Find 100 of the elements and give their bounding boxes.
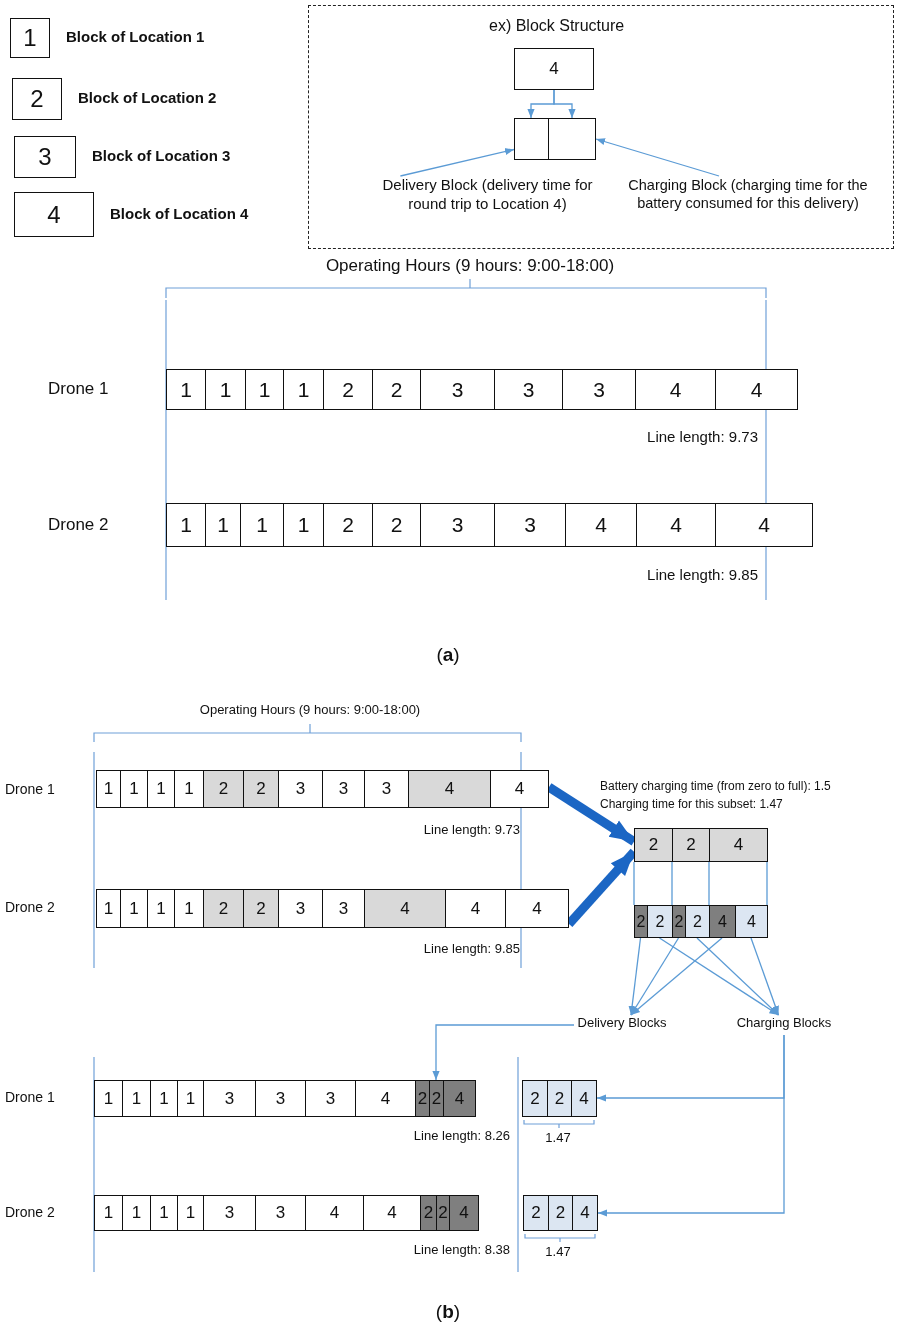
time-block: 4 — [709, 828, 768, 862]
drone-label: Drone 1 — [5, 781, 56, 799]
time-block: 1 — [122, 1080, 151, 1117]
duration-text: 1.47 — [544, 1130, 572, 1147]
legend-text: Block of Location 2 — [78, 89, 217, 108]
legend-text: Block of Location 4 — [110, 204, 249, 224]
time-block: 1 — [177, 1080, 204, 1117]
time-block: 2 — [634, 905, 648, 938]
time-block: 2 — [547, 1080, 572, 1117]
time-block: 3 — [203, 1080, 256, 1117]
time-block: 3 — [305, 1080, 356, 1117]
time-block: 3 — [420, 369, 495, 410]
time-block: 4 — [709, 905, 736, 938]
time-block: 1 — [245, 369, 284, 410]
time-block: 2 — [548, 1195, 573, 1231]
arrow — [595, 138, 720, 177]
time-block: 3 — [494, 503, 566, 547]
line-length-text: Line length: 8.26 — [412, 1128, 510, 1145]
time-block: 4 — [443, 1080, 476, 1117]
time-block: 1 — [94, 1080, 123, 1117]
arrow — [597, 1034, 785, 1217]
time-block: 3 — [494, 369, 563, 410]
time-block: 2 — [672, 905, 686, 938]
time-block: 4 — [505, 889, 569, 928]
arrow — [432, 1024, 575, 1081]
legend-block: 1 — [10, 18, 50, 58]
time-block: 4 — [305, 1195, 364, 1231]
line-length-text: Line length: 9.85 — [646, 566, 758, 585]
block-group-label: Delivery Blocks — [574, 1015, 670, 1035]
time-block: 4 — [408, 770, 491, 808]
legend-block: 2 — [12, 78, 62, 120]
arrow — [628, 937, 642, 1016]
time-block: 1 — [147, 770, 175, 808]
panel-title: ex) Block Structure — [489, 16, 625, 36]
drone-label: Drone 1 — [48, 378, 110, 400]
block-half — [548, 118, 596, 160]
time-block: 1 — [150, 1080, 178, 1117]
annotation-text: Charging Block (charging time for the battery consumed for this delivery) — [605, 176, 891, 238]
time-block: 4 — [364, 889, 446, 928]
time-block: 3 — [203, 1195, 256, 1231]
arrow — [630, 937, 723, 1016]
time-block: 4 — [635, 369, 716, 410]
time-block: 3 — [364, 770, 409, 808]
drone-label: Drone 2 — [5, 899, 56, 917]
time-block: 4 — [571, 1080, 597, 1117]
line-length-text: Line length: 9.85 — [422, 941, 520, 958]
time-block: 4 — [572, 1195, 598, 1231]
annotation-text: Delivery Block (delivery time for round trip to Location 4) — [370, 176, 605, 238]
panel-caption: (a) — [435, 643, 461, 667]
time-block: 2 — [522, 1080, 548, 1117]
time-block: 3 — [562, 369, 636, 410]
time-block: 4 — [636, 503, 716, 547]
time-block: 3 — [420, 503, 495, 547]
time-block: 4 — [355, 1080, 416, 1117]
time-block: 2 — [372, 503, 421, 547]
time-block: 4 — [514, 48, 594, 90]
panel-caption: (b) — [434, 1300, 462, 1324]
time-block: 1 — [205, 369, 246, 410]
time-block: 1 — [150, 1195, 178, 1231]
time-block: 2 — [323, 369, 373, 410]
block-half — [514, 118, 549, 160]
block-arrow — [546, 783, 637, 846]
time-block: 1 — [240, 503, 284, 547]
time-block: 1 — [177, 1195, 204, 1231]
time-block: 1 — [120, 889, 148, 928]
time-block: 2 — [203, 770, 244, 808]
axis-title: Operating Hours (9 hours: 9:00-18:00) — [324, 255, 616, 277]
duration-text: 1.47 — [544, 1244, 572, 1261]
time-block: 1 — [166, 369, 206, 410]
line-length-text: Line length: 8.38 — [412, 1242, 510, 1259]
note-text: Charging time for this subset: 1.47 — [600, 797, 784, 812]
time-block: 4 — [449, 1195, 479, 1231]
time-block: 4 — [715, 369, 798, 410]
time-block: 4 — [715, 503, 813, 547]
time-block: 2 — [523, 1195, 549, 1231]
time-block: 2 — [634, 828, 673, 862]
time-block: 1 — [96, 770, 121, 808]
example-panel — [308, 5, 894, 249]
block-group-label: Charging Blocks — [734, 1015, 834, 1035]
arrow — [750, 937, 780, 1016]
time-block: 1 — [96, 889, 121, 928]
arrow — [696, 937, 780, 1016]
time-block: 2 — [243, 889, 279, 928]
time-block: 2 — [685, 905, 710, 938]
legend-block: 4 — [14, 192, 94, 237]
time-block: 2 — [203, 889, 244, 928]
time-block: 2 — [372, 369, 421, 410]
time-block: 3 — [255, 1195, 306, 1231]
time-block: 2 — [672, 828, 710, 862]
time-block: 1 — [120, 770, 148, 808]
time-block: 1 — [283, 503, 324, 547]
drone-label: Drone 1 — [5, 1089, 56, 1107]
time-block: 2 — [323, 503, 373, 547]
line-length-text: Line length: 9.73 — [646, 428, 758, 447]
time-block: 1 — [205, 503, 241, 547]
time-block: 1 — [283, 369, 324, 410]
legend-text: Block of Location 1 — [66, 28, 205, 47]
drone-label: Drone 2 — [5, 1204, 56, 1222]
time-block: 4 — [565, 503, 637, 547]
axis-title: Operating Hours (9 hours: 9:00-18:00) — [198, 702, 422, 719]
